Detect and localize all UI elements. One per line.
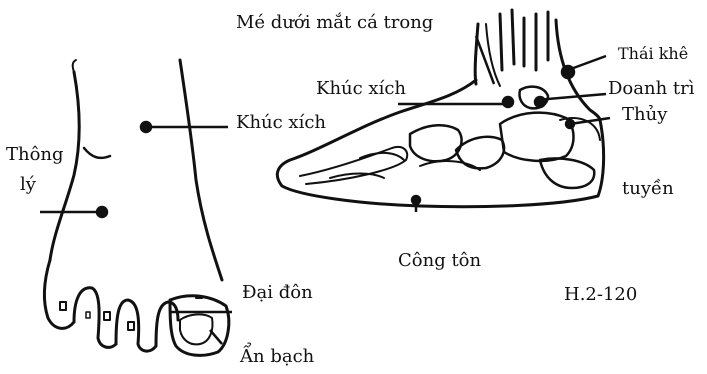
side-foot-drawing: [277, 10, 603, 207]
label-figure-number: H.2-120: [564, 286, 637, 304]
label-cong-ton: Công tôn: [398, 252, 481, 270]
label-me-duoi-mat-ca-trong: Mé dưới mắt cá trong: [236, 14, 433, 32]
label-thuy: Thủy: [622, 106, 667, 124]
label-ly: lý: [20, 176, 36, 194]
label-dai-don: Đại đôn: [242, 284, 313, 302]
label-tuyen: tuyền: [622, 180, 674, 198]
label-khuc-xich-front: Khúc xích: [236, 114, 326, 132]
label-an-bach: Ẩn bạch: [240, 348, 314, 366]
label-doanh-tri: Doanh trì: [608, 80, 695, 98]
side-foot-leaders: [398, 36, 610, 212]
label-thong: Thông: [6, 146, 64, 164]
label-khuc-xich-side: Khúc xích: [316, 80, 406, 98]
label-thai-khe: Thái khê: [618, 46, 688, 62]
